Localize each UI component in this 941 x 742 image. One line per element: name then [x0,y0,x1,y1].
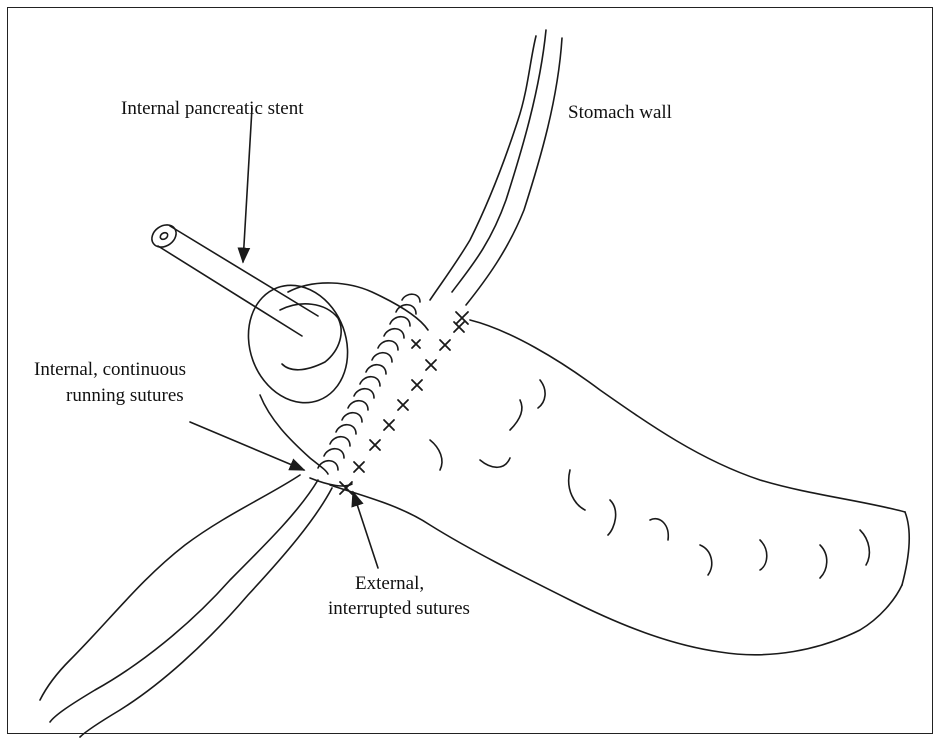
stomach-wall-lower [40,475,332,737]
internal-sutures-arrow [190,422,304,470]
stent-label-arrow [243,108,252,262]
external-interrupted-sutures [340,312,468,494]
pancreatic-stent [148,220,318,336]
external-sutures-label-line1: External, [355,572,424,596]
internal-sutures-label-line2: running sutures [66,384,184,408]
external-sutures-arrow [353,492,378,568]
stomach-wall-label: Stomach wall [568,101,672,125]
internal-sutures-label-line1: Internal, continuous [34,358,186,382]
stomach-wall-upper [430,30,562,305]
internal-running-sutures [310,294,420,486]
external-sutures-label-line2: interrupted sutures [328,597,470,621]
stent-label: Internal pancreatic stent [121,97,304,121]
